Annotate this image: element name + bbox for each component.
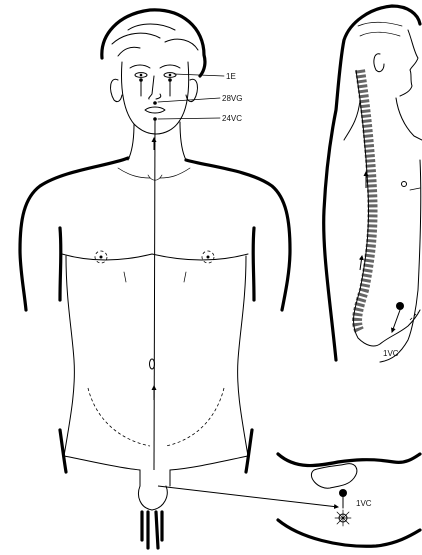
- front-torso-outline: [64, 256, 248, 456]
- label-1vc-side: 1VC: [383, 349, 399, 358]
- inset-point-dot: [339, 489, 347, 497]
- front-eyebrows: [130, 65, 180, 68]
- front-body-figure: [20, 10, 290, 548]
- front-right-arm-outline: [186, 160, 290, 310]
- side-face-profile: [400, 30, 418, 96]
- front-left-arm-outline: [20, 158, 128, 310]
- side-point-dot: [396, 302, 404, 310]
- front-head-outline: [102, 10, 205, 76]
- inset-genital-shape: [311, 464, 356, 489]
- side-body-figure: 1VC: [324, 6, 422, 362]
- leader-24vc: [158, 118, 220, 119]
- connector-arrow: [158, 486, 338, 507]
- front-mouth: [145, 107, 165, 113]
- front-legs: [142, 512, 162, 548]
- front-nose: [149, 76, 161, 99]
- front-genitals: [139, 486, 168, 510]
- front-meridian-line: [154, 119, 155, 470]
- front-neck: [128, 122, 186, 160]
- label-24vc: 24VC: [222, 114, 242, 123]
- front-ear-left: [111, 79, 122, 101]
- inset-anus-symbol: [335, 510, 351, 526]
- label-1e: 1E: [226, 72, 236, 81]
- side-ear: [374, 54, 384, 72]
- front-navel: [150, 359, 155, 369]
- label-28vg: 28VG: [222, 94, 242, 103]
- front-hair-strands: [112, 24, 198, 56]
- label-1vc-bottom: 1VC: [356, 499, 372, 508]
- side-back-outline: [324, 6, 420, 360]
- perineum-inset: 1VC: [278, 454, 420, 546]
